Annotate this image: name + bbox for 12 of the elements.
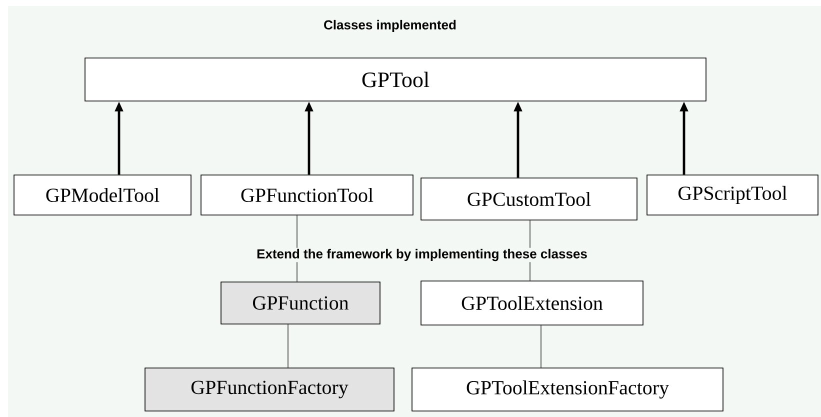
class-box: GPCustomTool: [420, 178, 638, 220]
class-box: GPModelTool: [14, 174, 192, 216]
title: Classes implemented: [324, 20, 456, 32]
class-box: GPScriptTool: [646, 174, 818, 216]
connector-line: [540, 325, 542, 368]
class-box: GPTool: [84, 58, 706, 102]
class-box: GPFunctionTool: [200, 174, 414, 216]
class-box: GPToolExtensionFactory: [412, 368, 724, 412]
class-box: GPFunction: [220, 282, 380, 324]
class-box: GPToolExtension: [420, 280, 644, 326]
section-label: Extend the framework by implementing these classes: [256, 248, 588, 262]
class-box: GPFunctionFactory: [144, 368, 394, 412]
